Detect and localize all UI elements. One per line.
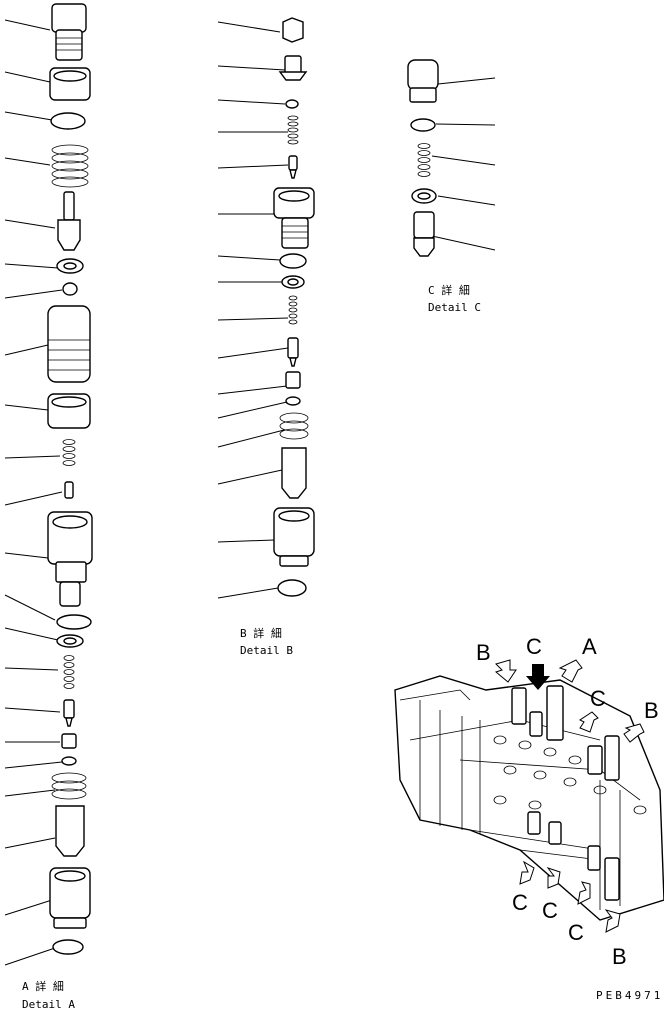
detail-b-label-jp: B 詳 細 xyxy=(240,626,282,640)
callout-b2: B xyxy=(644,698,659,723)
detail-c-parts xyxy=(407,59,496,257)
valve-assembly xyxy=(394,675,664,921)
detail-c-label-jp: C 詳 細 xyxy=(428,283,470,297)
callout-c2: C xyxy=(590,686,606,711)
detail-c-label-en: Detail C xyxy=(428,301,481,314)
assembly-callout-labels: B C A C B C C C B xyxy=(476,634,659,969)
callout-a1: A xyxy=(582,634,597,659)
callout-b3: B xyxy=(612,944,627,969)
detail-a-parts xyxy=(4,3,93,966)
callout-c4: C xyxy=(542,898,558,923)
callout-c1: C xyxy=(526,634,542,659)
callout-c3: C xyxy=(512,890,528,915)
detail-a-label-en: Detail A xyxy=(22,998,75,1009)
assembly-arrows xyxy=(494,659,645,933)
detail-b-label-en: Detail B xyxy=(240,644,293,657)
detail-a-label-jp: A 詳 細 xyxy=(22,979,64,993)
callout-c5: C xyxy=(568,920,584,945)
callout-b1: B xyxy=(476,640,491,665)
detail-b-parts xyxy=(217,17,315,599)
drawing-code: PEB4971 xyxy=(596,989,663,1002)
